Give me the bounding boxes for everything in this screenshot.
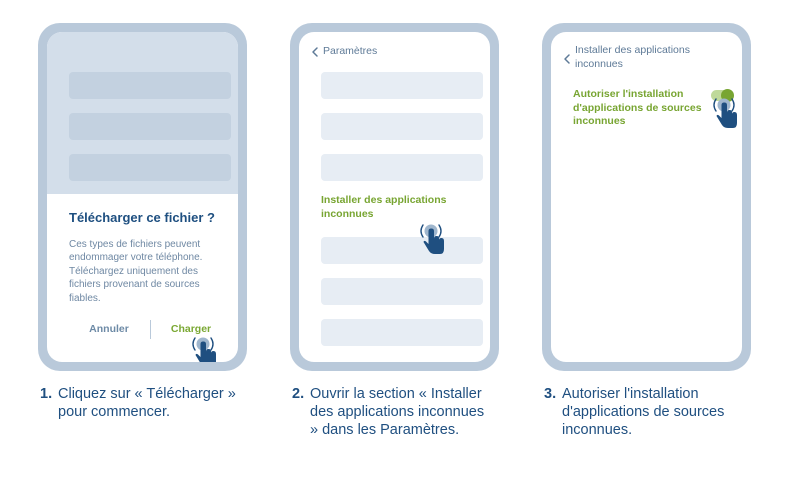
settings-row[interactable] xyxy=(321,319,483,346)
phone-screen: Paramètres Installer des applications in… xyxy=(299,32,490,362)
settings-row[interactable] xyxy=(321,154,483,181)
settings-row[interactable] xyxy=(321,278,483,305)
phone-mockup-settings: Paramètres Installer des applications in… xyxy=(290,23,499,371)
install-unknown-apps-item[interactable]: Installer des applications inconnues xyxy=(321,194,447,220)
tap-hand-icon xyxy=(192,337,216,362)
phone-mockup-download: Télécharger ce fichier ? Ces types de fi… xyxy=(38,23,247,371)
tap-hand-icon xyxy=(713,98,737,128)
step-number: 1. xyxy=(40,386,53,402)
download-button[interactable]: Charger xyxy=(170,323,212,335)
step-text: Cliquez sur « Télécharger » pour commenc… xyxy=(58,386,236,421)
settings-row[interactable] xyxy=(321,113,483,140)
step-number: 2. xyxy=(292,386,305,402)
button-divider xyxy=(150,320,151,339)
dialog-message: Ces types de fichiers peuvent endommager… xyxy=(69,239,203,304)
step-text: Autoriser l'installation d'applications … xyxy=(562,386,725,439)
chevron-left-icon[interactable] xyxy=(563,52,571,66)
step-text: Ouvrir la section « Installer des applic… xyxy=(310,386,485,439)
settings-row[interactable] xyxy=(321,237,483,264)
tap-hand-icon xyxy=(420,224,444,254)
dimmed-background xyxy=(47,32,238,194)
chevron-left-icon[interactable] xyxy=(311,45,319,59)
back-link-install-unknown-apps[interactable]: Installer des applications inconnues xyxy=(575,44,690,70)
back-link-settings[interactable]: Paramètres xyxy=(323,45,378,57)
placeholder-row xyxy=(69,72,231,99)
settings-row[interactable] xyxy=(321,72,483,99)
phone-mockup-permission: Installer des applications inconnues Aut… xyxy=(542,23,751,371)
placeholder-row xyxy=(69,154,231,181)
cancel-button[interactable]: Annuler xyxy=(89,323,129,335)
step-number: 3. xyxy=(544,386,557,402)
dialog-title: Télécharger ce fichier ? xyxy=(69,210,215,225)
allow-unknown-sources-label: Autoriser l'installation d'applications … xyxy=(573,88,702,127)
phone-screen: Installer des applications inconnues Aut… xyxy=(551,32,742,362)
placeholder-row xyxy=(69,113,231,140)
phone-screen: Télécharger ce fichier ? Ces types de fi… xyxy=(47,32,238,362)
